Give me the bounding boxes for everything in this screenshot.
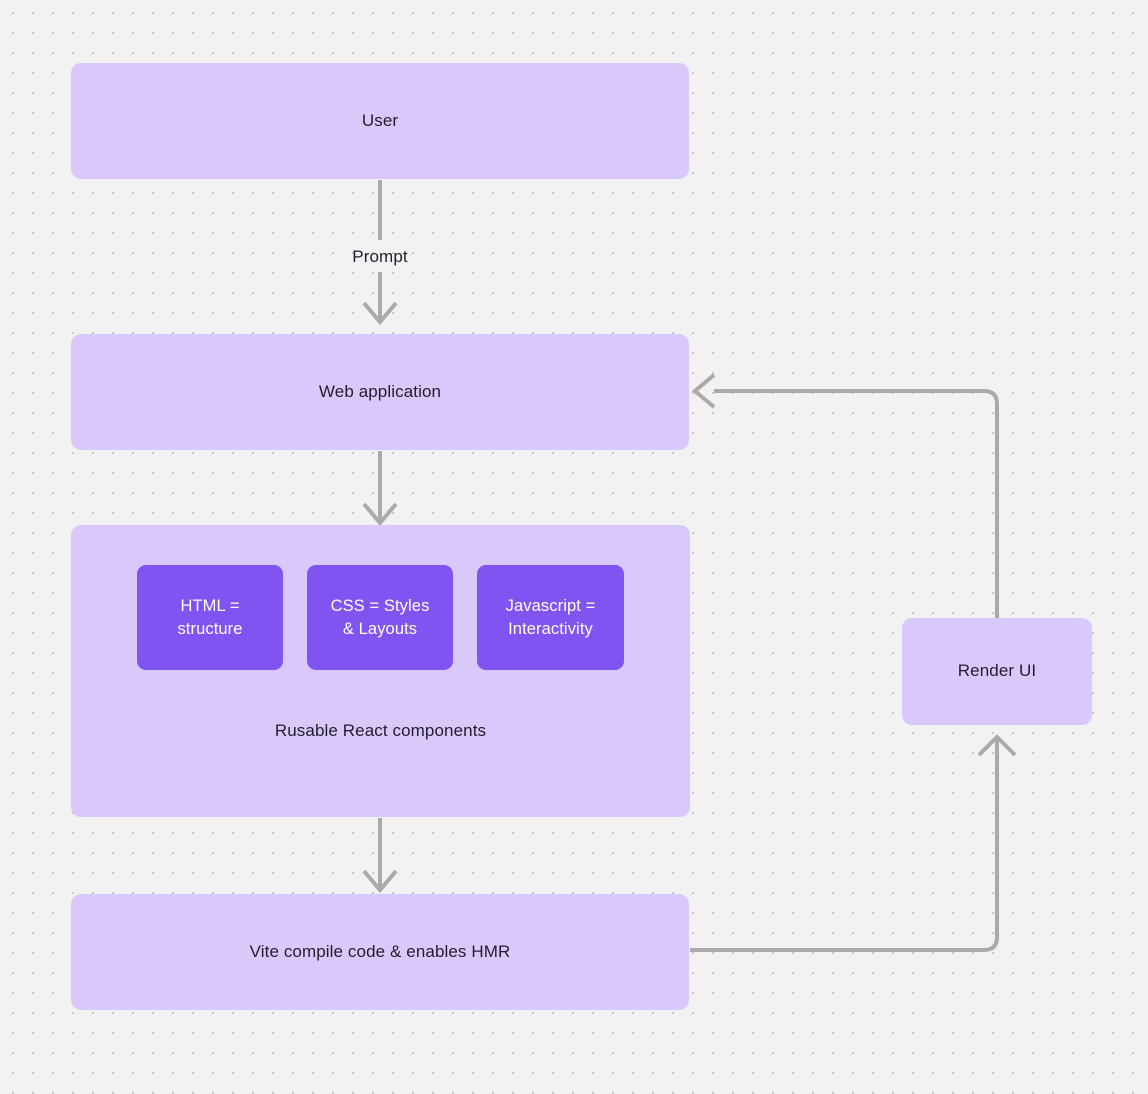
node-render-ui-label: Render UI xyxy=(957,661,1037,681)
node-reusable-react-components-group[interactable]: HTML = structure CSS = Styles & Layouts … xyxy=(71,525,690,817)
node-javascript-label: Javascript = Interactivity xyxy=(505,597,596,638)
node-render-ui[interactable]: Render UI xyxy=(902,618,1092,725)
edge-render-to-webapp-arrowhead xyxy=(691,373,716,409)
edge-render-to-webapp xyxy=(714,389,999,618)
node-vite-compile[interactable]: Vite compile code & enables HMR xyxy=(71,894,689,1010)
edge-webapp-to-group-arrowhead xyxy=(362,502,398,527)
node-reusable-react-components-label: Rusable React components xyxy=(274,721,487,740)
edge-group-to-vite-arrowhead xyxy=(362,869,398,894)
node-vite-compile-label: Vite compile code & enables HMR xyxy=(249,941,511,961)
edge-vite-to-render xyxy=(690,739,999,952)
node-web-application-label: Web application xyxy=(318,381,442,401)
node-css-label: CSS = Styles & Layouts xyxy=(330,597,430,638)
node-user-label: User xyxy=(361,110,399,130)
edge-vite-to-render-arrowhead xyxy=(977,734,1017,757)
edge-label-prompt: Prompt xyxy=(352,247,408,266)
node-css[interactable]: CSS = Styles & Layouts xyxy=(307,565,453,670)
node-html-label: HTML = structure xyxy=(177,597,243,638)
edge-user-to-webapp-arrowhead xyxy=(362,301,398,326)
node-html[interactable]: HTML = structure xyxy=(137,565,283,670)
node-javascript[interactable]: Javascript = Interactivity xyxy=(477,565,624,670)
node-web-application[interactable]: Web application xyxy=(71,334,689,450)
node-user[interactable]: User xyxy=(71,63,689,179)
